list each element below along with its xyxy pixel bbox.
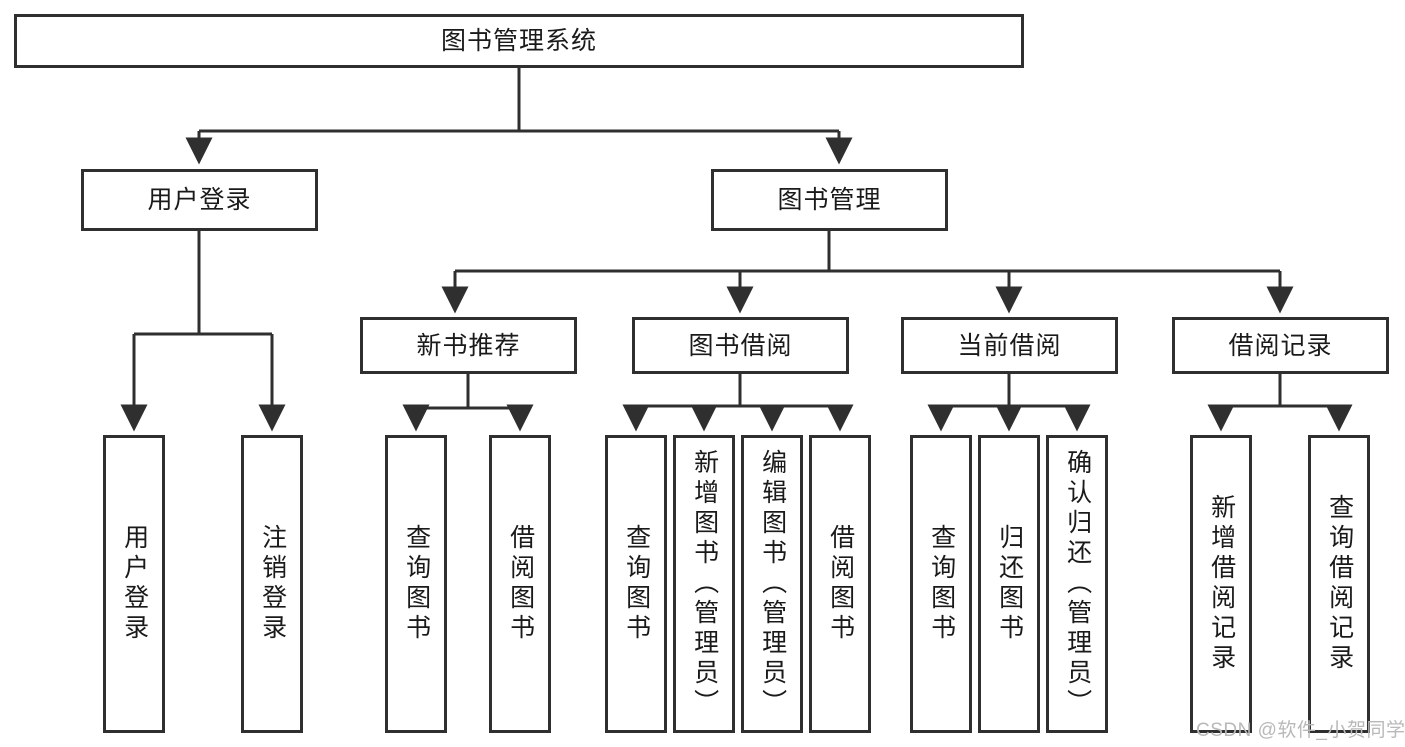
leaf-borrow-add-book-admin-label: 新增图书（管理员）	[690, 449, 719, 719]
csdn-watermark: CSDN @软件_小贺同学	[1196, 720, 1405, 741]
leaf-recommend-borrow-book[interactable]: 借阅图书	[489, 435, 551, 733]
leaf-current-return-book-label: 归还图书	[995, 524, 1024, 644]
node-user-login-label: 用户登录	[147, 186, 252, 214]
leaf-borrow-edit-book-admin[interactable]: 编辑图书（管理员）	[741, 435, 803, 733]
leaf-recommend-query-book-label: 查询图书	[402, 524, 431, 644]
leaf-current-query-book[interactable]: 查询图书	[910, 435, 972, 733]
leaf-borrow-edit-book-admin-label: 编辑图书（管理员）	[758, 449, 787, 719]
leaf-recommend-borrow-book-label: 借阅图书	[506, 524, 535, 644]
leaf-records-add-record[interactable]: 新增借阅记录	[1190, 435, 1252, 733]
node-new-book-recommend[interactable]: 新书推荐	[360, 317, 577, 374]
leaf-borrow-add-book-admin[interactable]: 新增图书（管理员）	[673, 435, 735, 733]
leaf-borrow-borrow-book[interactable]: 借阅图书	[809, 435, 871, 733]
node-current-borrow[interactable]: 当前借阅	[901, 317, 1118, 374]
leaf-records-query-record-label: 查询借阅记录	[1325, 494, 1354, 674]
node-user-login[interactable]: 用户登录	[81, 169, 318, 231]
node-book-borrow[interactable]: 图书借阅	[632, 317, 849, 374]
node-root-system[interactable]: 图书管理系统	[14, 14, 1024, 68]
node-borrow-records[interactable]: 借阅记录	[1172, 317, 1389, 374]
leaf-current-query-book-label: 查询图书	[927, 524, 956, 644]
node-book-management[interactable]: 图书管理	[711, 169, 948, 231]
node-new-book-recommend-label: 新书推荐	[416, 331, 521, 360]
leaf-current-confirm-return-admin[interactable]: 确认归还（管理员）	[1046, 435, 1108, 733]
node-book-borrow-label: 图书借阅	[688, 331, 793, 360]
leaf-user-login-login-label: 用户登录	[120, 524, 149, 644]
leaf-records-query-record[interactable]: 查询借阅记录	[1308, 435, 1370, 733]
leaf-current-confirm-return-admin-label: 确认归还（管理员）	[1063, 449, 1092, 719]
leaf-user-login-login[interactable]: 用户登录	[103, 435, 165, 733]
node-borrow-records-label: 借阅记录	[1228, 331, 1333, 360]
leaf-user-login-logout-label: 注销登录	[258, 524, 287, 644]
leaf-records-add-record-label: 新增借阅记录	[1207, 494, 1236, 674]
node-book-management-label: 图书管理	[777, 186, 882, 214]
leaf-current-return-book[interactable]: 归还图书	[978, 435, 1040, 733]
leaf-borrow-query-book[interactable]: 查询图书	[605, 435, 667, 733]
node-current-borrow-label: 当前借阅	[957, 331, 1062, 360]
leaf-borrow-borrow-book-label: 借阅图书	[826, 524, 855, 644]
leaf-borrow-query-book-label: 查询图书	[622, 524, 651, 644]
node-root-system-label: 图书管理系统	[440, 27, 597, 55]
leaf-recommend-query-book[interactable]: 查询图书	[385, 435, 447, 733]
leaf-user-login-logout[interactable]: 注销登录	[241, 435, 303, 733]
